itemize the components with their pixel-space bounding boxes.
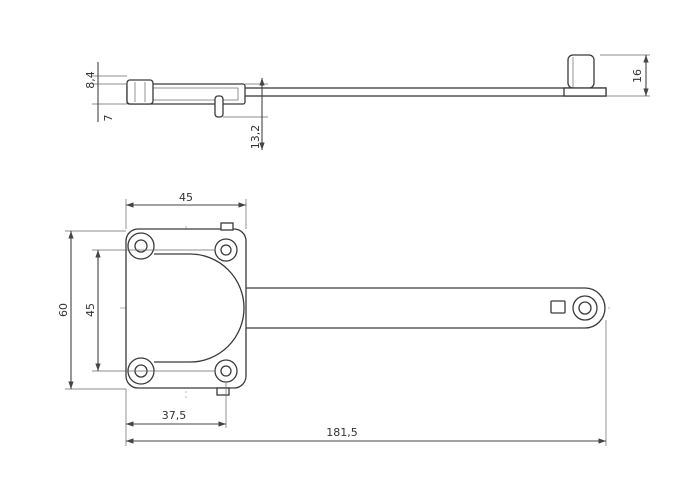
side-pin xyxy=(214,95,224,118)
side-hinge-block xyxy=(126,79,154,105)
top-view: 45 60 45 37,5 181,5 xyxy=(57,191,612,446)
arm-end-stub xyxy=(550,300,566,314)
dim-13-2-label: 13,2 xyxy=(249,125,262,150)
dim-60-label: 60 xyxy=(57,303,70,317)
side-post-foot xyxy=(563,87,607,97)
hole-bottom-right-inner xyxy=(220,365,232,377)
hole-top-left-inner xyxy=(134,239,148,253)
inner-arc-housing xyxy=(154,253,245,363)
top-base-plate xyxy=(125,228,247,389)
side-view: 8,4 7 13,2 16 xyxy=(84,54,650,150)
top-tab xyxy=(220,222,234,231)
dim-16-label: 16 xyxy=(631,69,644,83)
bottom-tab xyxy=(216,387,230,396)
dim-8-4-label: 8,4 xyxy=(84,71,97,89)
arm-end-hole xyxy=(578,301,592,315)
dim-45-top-label: 45 xyxy=(179,191,193,204)
dim-45-left-label: 45 xyxy=(84,303,97,317)
hole-top-right-inner xyxy=(220,244,232,256)
dim-7-label: 7 xyxy=(102,115,115,122)
side-post xyxy=(567,54,595,89)
top-arm-bar xyxy=(244,287,606,329)
dim-37-5-label: 37,5 xyxy=(162,409,187,422)
dim-181-5-label: 181,5 xyxy=(326,426,358,439)
